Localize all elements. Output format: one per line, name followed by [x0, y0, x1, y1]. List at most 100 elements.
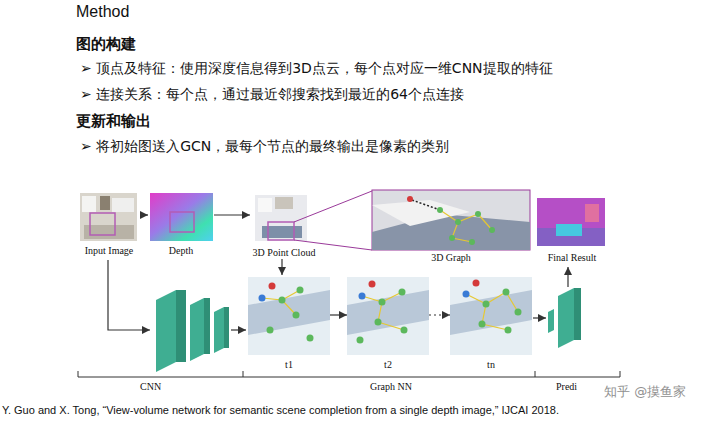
illustration-part [78, 371, 620, 377]
watermark: 知乎 @摸鱼家 [604, 383, 686, 401]
figure-panel: 3D Graph [370, 188, 532, 264]
illustration-part [574, 288, 581, 340]
panel-caption: 3D Point Cloud [253, 247, 316, 259]
illustration-part [483, 301, 490, 308]
illustration-part [548, 309, 554, 333]
illustration-part [214, 307, 224, 353]
bullet-text: ➢ 顶点及特征：使用深度信息得到3D点云，每个点对应一维CNN提取的特征 [80, 60, 553, 78]
illustration-part [78, 377, 620, 378]
illustration-part [369, 281, 376, 288]
illustration-part [378, 322, 404, 330]
illustration-part [399, 289, 406, 296]
illustration-part [267, 327, 274, 334]
citation: Y. Guo and X. Tong, “View-volume network… [2, 404, 559, 416]
illustration-part [437, 207, 495, 245]
illustration-part [224, 307, 229, 348]
illustration-part [585, 204, 599, 222]
illustration-part [156, 290, 176, 372]
illustration-part [452, 238, 472, 242]
illustration-part [463, 291, 470, 298]
illustration-part [479, 289, 522, 334]
illustration-part [279, 297, 286, 304]
panel-caption: Depth [169, 245, 193, 257]
bullet-text: ➢ 连接关系：每个点，通过最近邻搜索找到最近的64个点连接 [80, 86, 464, 104]
flow-arrow [429, 314, 450, 315]
illustration-part [362, 292, 404, 330]
figure-panel: Input Image [78, 193, 140, 257]
illustration-part [267, 287, 314, 342]
illustration-part [482, 324, 508, 330]
illustration-part [437, 207, 443, 213]
panel-caption: 3D Graph [431, 252, 471, 264]
flow-arrow [330, 314, 347, 315]
illustration-part [269, 283, 276, 290]
illustration-part [357, 337, 364, 344]
illustration-part [450, 277, 532, 355]
bullet-text: ➢ 将初始图送入GCN，最每个节点的最终输出是像素的类别 [80, 138, 449, 156]
illustration-part [450, 290, 532, 335]
figure-panel: tn [450, 275, 532, 371]
illustration-part [372, 190, 530, 250]
illustration-part [108, 260, 150, 330]
illustration-part [450, 277, 532, 355]
illustration-part [170, 212, 194, 232]
illustration-part [156, 290, 229, 372]
illustration-part [412, 200, 440, 210]
illustration-part [275, 197, 293, 209]
flow-arrow [281, 259, 282, 275]
stage-label: Predi [556, 381, 577, 392]
illustration-part [78, 371, 79, 377]
illustration-part [84, 225, 134, 239]
illustration-part [190, 298, 204, 361]
illustration-part [204, 298, 210, 354]
panel-caption: tn [487, 359, 495, 371]
illustration-part [80, 193, 137, 241]
illustration-part [535, 371, 536, 377]
illustration-part [466, 292, 518, 330]
illustration-part [440, 210, 458, 222]
flow-arrow [214, 214, 250, 215]
illustration-part [248, 290, 330, 335]
illustration-part [567, 267, 568, 287]
slide-title: Method [76, 3, 129, 21]
stage-label: CNN [140, 381, 161, 392]
illustration-part [176, 290, 186, 362]
illustration-part [515, 309, 522, 316]
panel-caption: t2 [384, 359, 392, 371]
illustration-part [475, 211, 481, 217]
illustration-part [82, 196, 96, 212]
illustration-part [262, 290, 300, 315]
illustration-part [401, 327, 408, 334]
illustration-part [503, 289, 510, 296]
illustration-part [307, 335, 314, 342]
illustration-part [440, 210, 492, 242]
illustration-part [489, 227, 495, 233]
flow-arrow [140, 214, 148, 215]
section-heading: 图的构建 [76, 35, 136, 54]
illustration-part [479, 321, 486, 328]
illustration-part [458, 214, 478, 222]
illustration-part [473, 280, 480, 287]
illustration-part [297, 287, 304, 294]
illustration-part [347, 290, 429, 335]
illustration-part [478, 214, 492, 230]
illustration-part [150, 193, 213, 241]
panel-caption: t1 [285, 359, 293, 371]
illustration-part [407, 196, 413, 202]
illustration-part [248, 277, 330, 355]
illustration-part [231, 329, 246, 330]
figure-panel: Depth [148, 193, 214, 257]
illustration-part [112, 198, 134, 212]
illustration-part [347, 277, 429, 355]
figure-panel: t2 [347, 275, 429, 371]
illustration-part [357, 289, 408, 344]
illustration-part [449, 235, 455, 241]
illustration-part [248, 277, 330, 355]
illustration-part [90, 213, 115, 235]
illustration-part [375, 319, 382, 326]
illustration-part [347, 277, 429, 355]
stage-label: Graph NN [370, 381, 412, 392]
illustration-part [533, 317, 546, 318]
illustration-part [359, 293, 366, 300]
illustration-part [100, 196, 110, 210]
